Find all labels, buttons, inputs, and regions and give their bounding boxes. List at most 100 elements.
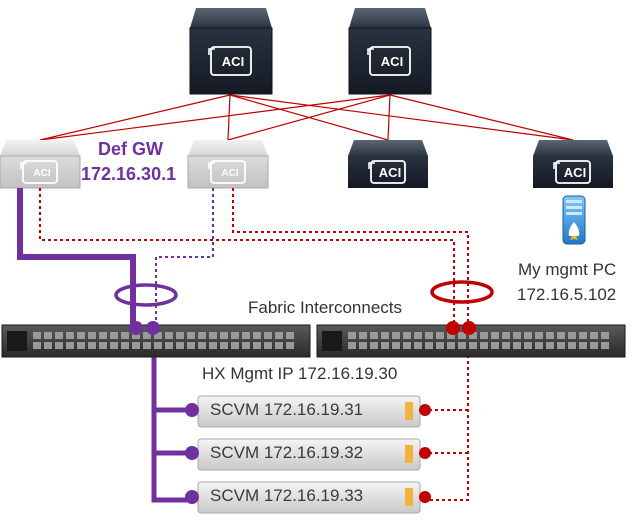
fi-port: [359, 332, 367, 339]
fi-port: [110, 342, 118, 349]
spine-leaf-links: [39, 94, 574, 141]
fi-port: [601, 342, 609, 349]
fi-port: [99, 332, 107, 339]
fi-port: [403, 332, 411, 339]
red-port-channel-ring: [430, 280, 494, 304]
server-1-red-port: [419, 404, 431, 416]
leaf-switch-3: [348, 140, 428, 188]
fi-port: [121, 332, 129, 339]
fi-port: [44, 332, 52, 339]
fi-port: [579, 342, 587, 349]
fi-port: [535, 342, 543, 349]
fi-port: [414, 342, 422, 349]
fabric-interconnects-label: Fabric Interconnects: [248, 298, 403, 317]
fi-port: [491, 332, 499, 339]
fi-port: [275, 332, 283, 339]
fi-port: [447, 332, 455, 339]
aci-badge-label: ACI: [222, 54, 244, 69]
mgmt-pc-title: My mgmt PC: [518, 260, 617, 279]
fi-port: [99, 342, 107, 349]
fi-port: [392, 332, 400, 339]
fi-port: [143, 342, 151, 349]
fi-port: [132, 332, 140, 339]
fi-port: [568, 342, 576, 349]
fi-port: [220, 332, 228, 339]
fi-port: [209, 342, 217, 349]
fi-port: [187, 342, 195, 349]
fi-port: [132, 342, 140, 349]
fi-port: [55, 342, 63, 349]
spine-switch-1: [189, 8, 273, 95]
purple-port-channel-ring: [114, 283, 178, 307]
scvm-2-label: SCVM 172.16.19.32: [210, 443, 364, 462]
fi-port: [458, 342, 466, 349]
fi-port: [253, 342, 261, 349]
server-2-purple-port: [185, 446, 199, 460]
fi-port: [77, 332, 85, 339]
aci-leaf-3-icon: ACI: [368, 160, 406, 184]
fi-port: [209, 332, 217, 339]
fi-port: [469, 342, 477, 349]
fi-port: [546, 332, 554, 339]
spine-switch-2: [348, 8, 432, 95]
fi-port: [275, 342, 283, 349]
aci-badges: ACI ACI ACI ACI ACI ACI: [20, 46, 591, 184]
fi-port: [513, 342, 521, 349]
fi-port: [458, 332, 466, 339]
fi-port: [590, 342, 598, 349]
fi-port: [425, 342, 433, 349]
fi-port: [436, 332, 444, 339]
fi-port: [381, 332, 389, 339]
hx-mgmt-ip-label: HX Mgmt IP 172.16.19.30: [202, 364, 398, 383]
fi-port: [359, 342, 367, 349]
fi-port: [348, 342, 356, 349]
aci-badge-label: ACI: [381, 54, 403, 69]
fi-port: [154, 332, 162, 339]
leaf-switch-1: [0, 140, 81, 189]
fi-port: [33, 342, 41, 349]
aci-badge-label: ACI: [221, 168, 238, 179]
fi-port: [66, 332, 74, 339]
fi-port: [392, 342, 400, 349]
fi-port: [546, 342, 554, 349]
fi-port: [491, 342, 499, 349]
fi-port: [348, 332, 356, 339]
fi-port: [176, 342, 184, 349]
fi-port: [480, 332, 488, 339]
server-3-red-port: [419, 491, 431, 503]
fi-port: [165, 342, 173, 349]
fi-port: [568, 332, 576, 339]
fi-port: [154, 342, 162, 349]
fi-port: [264, 342, 272, 349]
fi-port: [286, 342, 294, 349]
fi-port: [264, 332, 272, 339]
fi-port: [231, 332, 239, 339]
fi-b-red-port-1: [446, 321, 460, 335]
fi-port: [176, 332, 184, 339]
purple-links: [17, 188, 214, 503]
fi-port: [557, 332, 565, 339]
fi-port: [220, 342, 228, 349]
aci-badge-label: ACI: [33, 168, 50, 179]
aci-leaf-1-icon: ACI: [20, 160, 58, 184]
fi-port: [502, 332, 510, 339]
aci-badge-label: ACI: [379, 165, 401, 180]
fi-port: [242, 342, 250, 349]
def-gw-title: Def GW: [98, 139, 163, 159]
aci-spine-1-icon: ACI: [208, 46, 252, 76]
scvm-3-label: SCVM 172.16.19.33: [210, 486, 364, 505]
fi-port: [121, 342, 129, 349]
fi-port: [436, 342, 444, 349]
fi-port: [165, 332, 173, 339]
aci-badge-label: ACI: [564, 165, 586, 180]
fi-port: [590, 332, 598, 339]
fi-port: [198, 342, 206, 349]
fi-port: [198, 332, 206, 339]
fi-b-red-port-2: [462, 321, 476, 335]
fi-port: [403, 342, 411, 349]
fi-port: [579, 332, 587, 339]
fi-port: [286, 332, 294, 339]
fi-port: [110, 332, 118, 339]
scvm-1-label: SCVM 172.16.19.31: [210, 400, 364, 419]
